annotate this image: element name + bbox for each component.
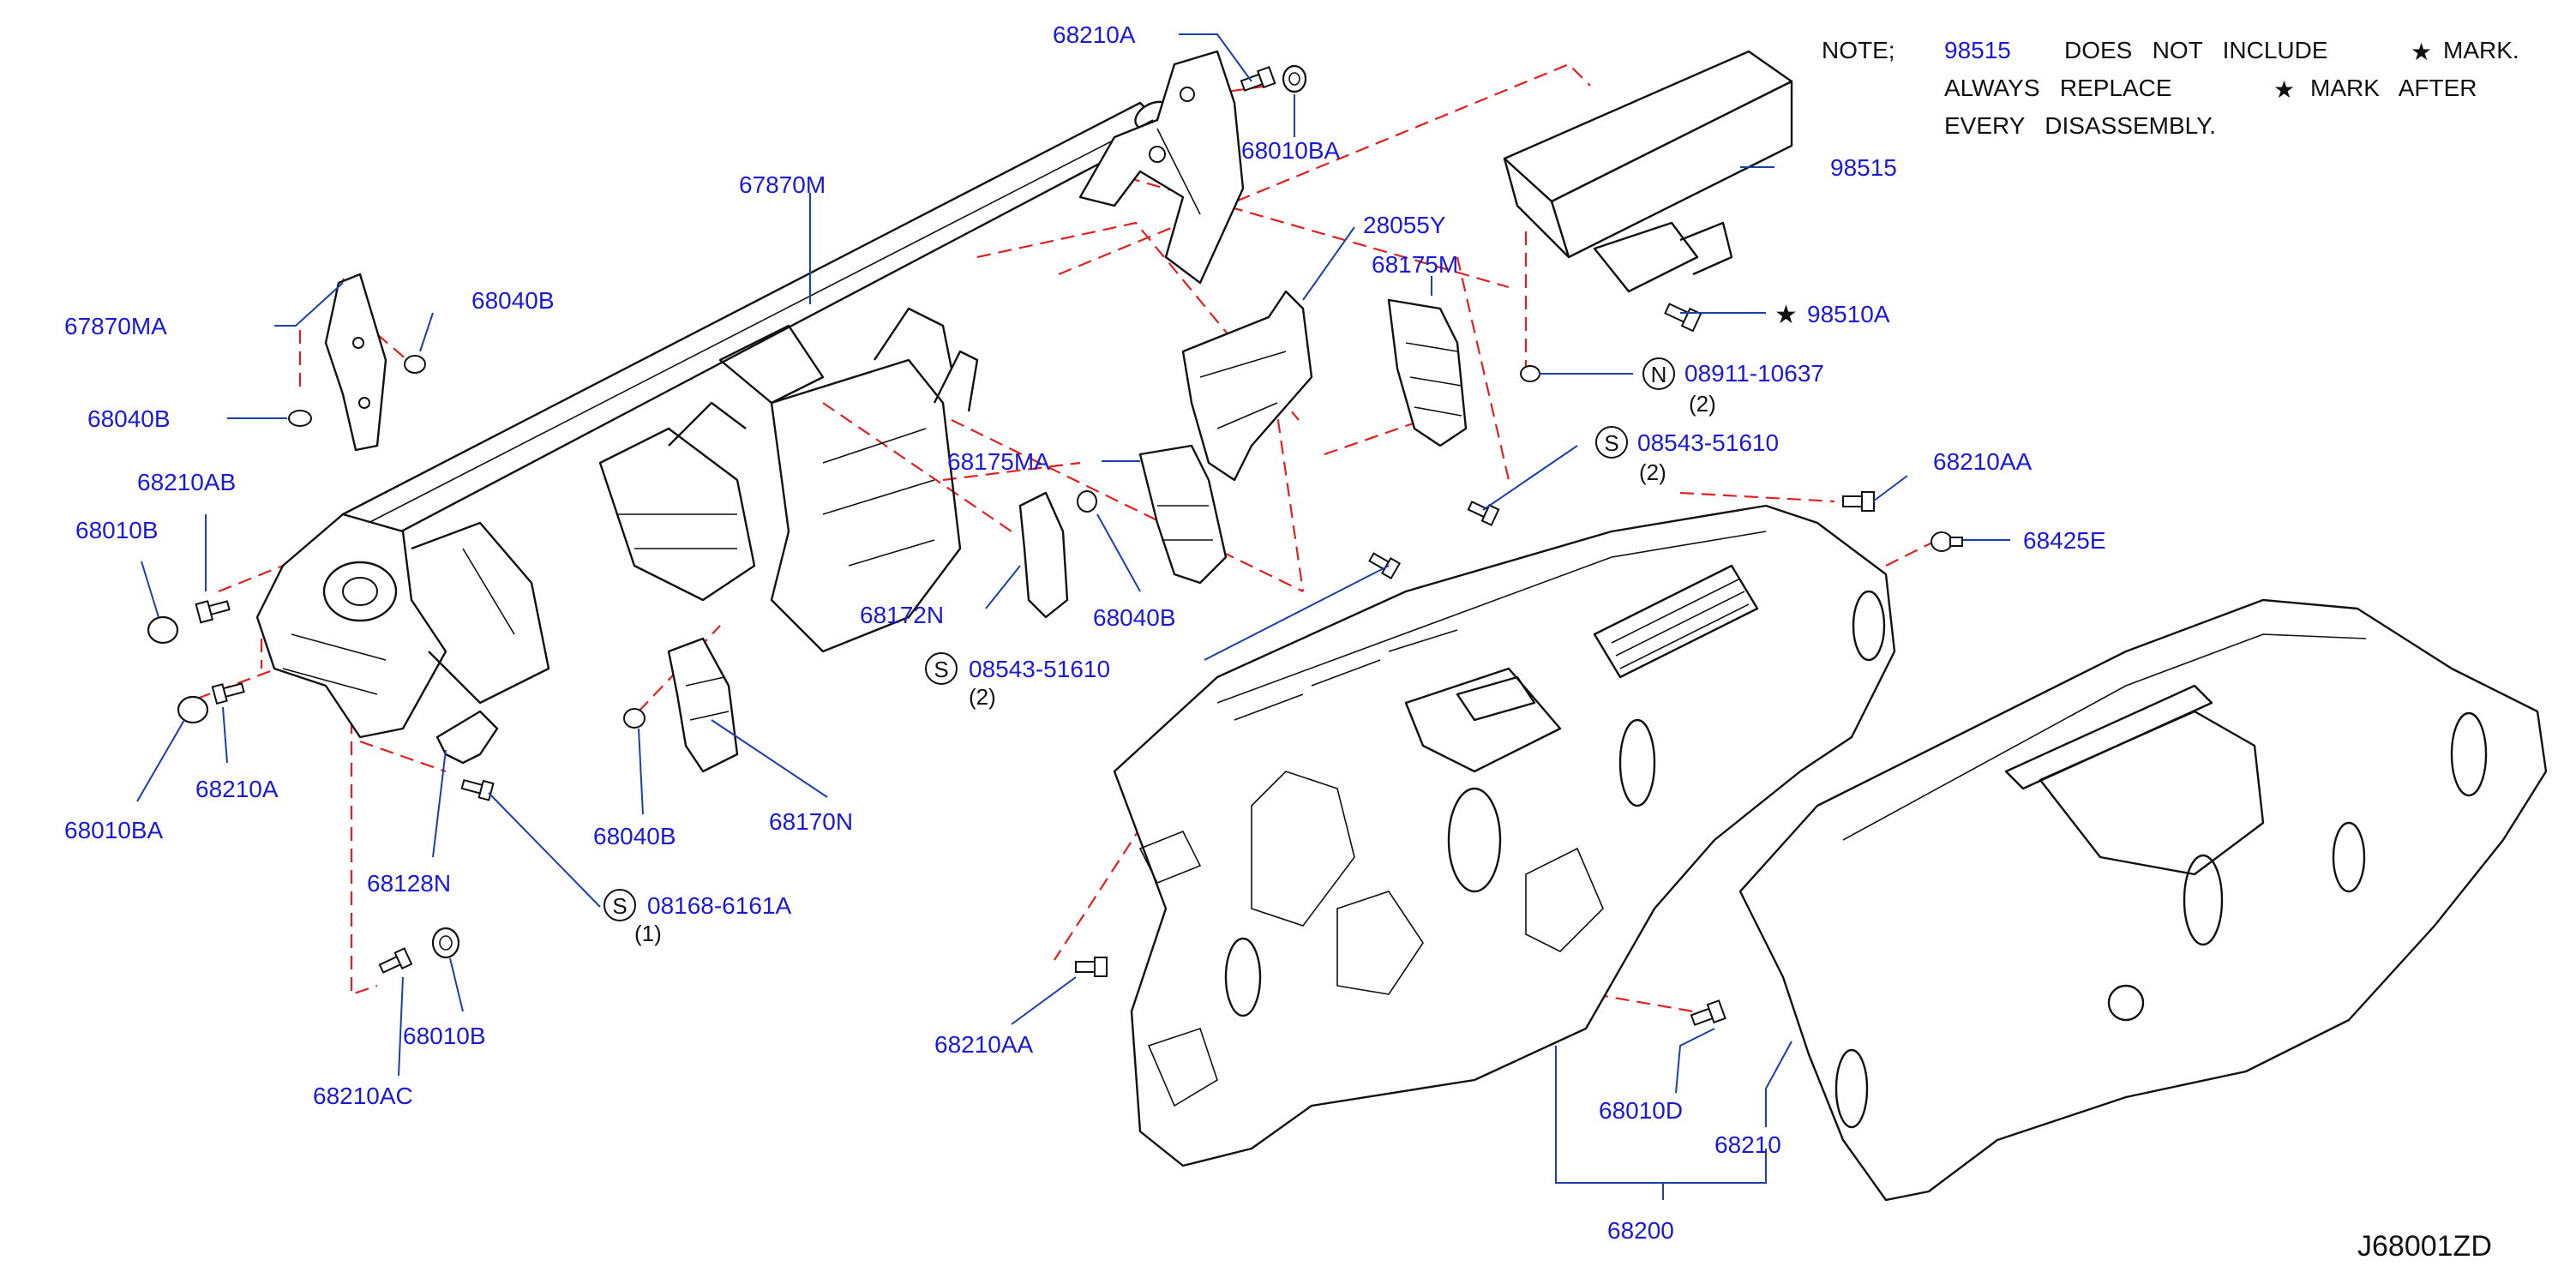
label-68040b-a: 68040B <box>471 287 555 314</box>
note-line2-end: MARK AFTER <box>2310 75 2477 101</box>
label-68210a-left: 68210A <box>195 776 279 802</box>
label-68210ab: 68210AB <box>137 469 236 495</box>
nut-icon <box>1077 490 1097 513</box>
clip-icon <box>1930 531 1963 552</box>
label-68040b-c: 68040B <box>1093 604 1176 631</box>
note-line3: EVERY DISASSEMBLY. <box>1944 112 2216 139</box>
star-icon: ★ <box>2273 75 2295 104</box>
label-98510a: 98510A <box>1807 301 1890 327</box>
symbol-s-circle <box>1595 426 1628 459</box>
label-68128n: 68128N <box>367 870 451 897</box>
bolt-icon <box>1240 66 1276 92</box>
symbol-s: S <box>934 657 948 682</box>
part-labels: 68210A 68010BA 67870M 98515 ★ 98510A 280… <box>64 21 2106 1244</box>
bolt-icon <box>1842 491 1875 512</box>
label-08543-51610-left: 08543-51610 <box>969 656 1110 682</box>
left-side-bracket <box>255 513 550 739</box>
grommet-icon <box>1282 64 1307 93</box>
qty-08543-right: (2) <box>1639 459 1666 485</box>
grommet-icon <box>439 935 453 951</box>
qty-08911: (2) <box>1689 391 1716 417</box>
bolt-icon <box>1075 957 1108 977</box>
bracket-68175MA <box>1138 444 1228 585</box>
label-68175ma: 68175MA <box>947 448 1050 475</box>
note-part-ref: 98515 <box>1944 37 2011 63</box>
label-67870ma: 67870MA <box>64 313 167 339</box>
label-68010b-left: 68010B <box>75 517 159 543</box>
grommet-icon <box>177 695 209 724</box>
label-08911-10637: 08911-10637 <box>1684 360 1824 387</box>
bracket-68175M <box>1387 298 1468 447</box>
bracket-68128N <box>435 710 499 765</box>
instrument-panel-68200 <box>1113 504 1896 1167</box>
bolt-icon <box>195 600 231 624</box>
label-68010b-bottom: 68010B <box>403 1023 486 1049</box>
label-68010ba-left: 68010BA <box>64 817 164 843</box>
label-28055y: 28055Y <box>1363 212 1446 238</box>
nut-icon <box>1520 365 1540 382</box>
label-67870m: 67870M <box>739 171 826 198</box>
bolt-icon <box>211 682 245 705</box>
label-68200: 68200 <box>1607 1217 1674 1244</box>
label-68010ba-top: 68010BA <box>1241 137 1341 164</box>
label-68040b-b: 68040B <box>87 405 171 432</box>
label-68210aa-right: 68210AA <box>1933 448 2033 475</box>
symbol-n: N <box>1651 362 1667 387</box>
screw-icon <box>460 778 495 801</box>
bracket-28055Y <box>1181 290 1313 482</box>
symbol-n-circle <box>1642 357 1675 390</box>
label-68425e: 68425E <box>2023 527 2106 554</box>
bolt-icon <box>378 947 413 974</box>
label-68210aa-bottom: 68210AA <box>934 1031 1034 1058</box>
label-68210a-top: 68210A <box>1053 21 1136 48</box>
label-68010d: 68010D <box>1599 1097 1683 1124</box>
grommet-icon <box>147 615 179 645</box>
leader-lines <box>136 33 2010 1200</box>
bracket-67870MA <box>324 273 387 452</box>
label-08543-51610-right: 08543-51610 <box>1637 429 1779 456</box>
star-icon: ★ <box>1774 300 1798 330</box>
label-68172n: 68172N <box>860 602 944 628</box>
airbag-module-98515 <box>1503 50 1793 293</box>
bolt-icon <box>1690 999 1726 1026</box>
center-stay-frame <box>598 307 979 653</box>
diagram-code: J68001ZD <box>2357 1230 2492 1263</box>
symbol-s: S <box>1604 430 1618 456</box>
bolt-icon <box>1664 303 1702 333</box>
label-68210ac: 68210AC <box>313 1083 413 1109</box>
finisher-panel-68210 <box>1738 598 2548 1202</box>
symbol-s-circle <box>925 652 958 685</box>
label-68040b-d: 68040B <box>593 823 676 849</box>
right-mount-bracket <box>1078 50 1245 285</box>
nut-icon <box>623 708 646 729</box>
symbol-s: S <box>612 893 627 919</box>
qty-08543-left: (2) <box>969 684 996 710</box>
note-line2: ALWAYS REPLACE <box>1944 75 2172 101</box>
label-98515: 98515 <box>1830 154 1897 181</box>
label-68210: 68210 <box>1714 1131 1781 1158</box>
nut-icon <box>404 355 426 374</box>
note-prefix: NOTE; <box>1822 37 1895 63</box>
note-line1: DOES NOT INCLUDE <box>2064 37 2328 63</box>
label-08168-6161a: 08168-6161A <box>647 892 791 919</box>
note-block: NOTE; 98515 DOES NOT INCLUDE ★ MARK. ALW… <box>1822 37 2519 139</box>
note-line1-end: MARK. <box>2443 37 2519 63</box>
bracket-68170N <box>667 637 739 773</box>
label-68170n: 68170N <box>769 808 853 835</box>
steering-member-tube <box>341 100 1172 550</box>
label-68175m: 68175M <box>1372 251 1458 278</box>
bracket-68172N <box>1018 491 1069 619</box>
star-icon: ★ <box>2411 38 2432 66</box>
nut-icon <box>288 410 312 427</box>
screw-icon <box>1467 501 1500 526</box>
qty-08168: (1) <box>634 921 662 946</box>
symbol-s-circle <box>603 889 636 921</box>
